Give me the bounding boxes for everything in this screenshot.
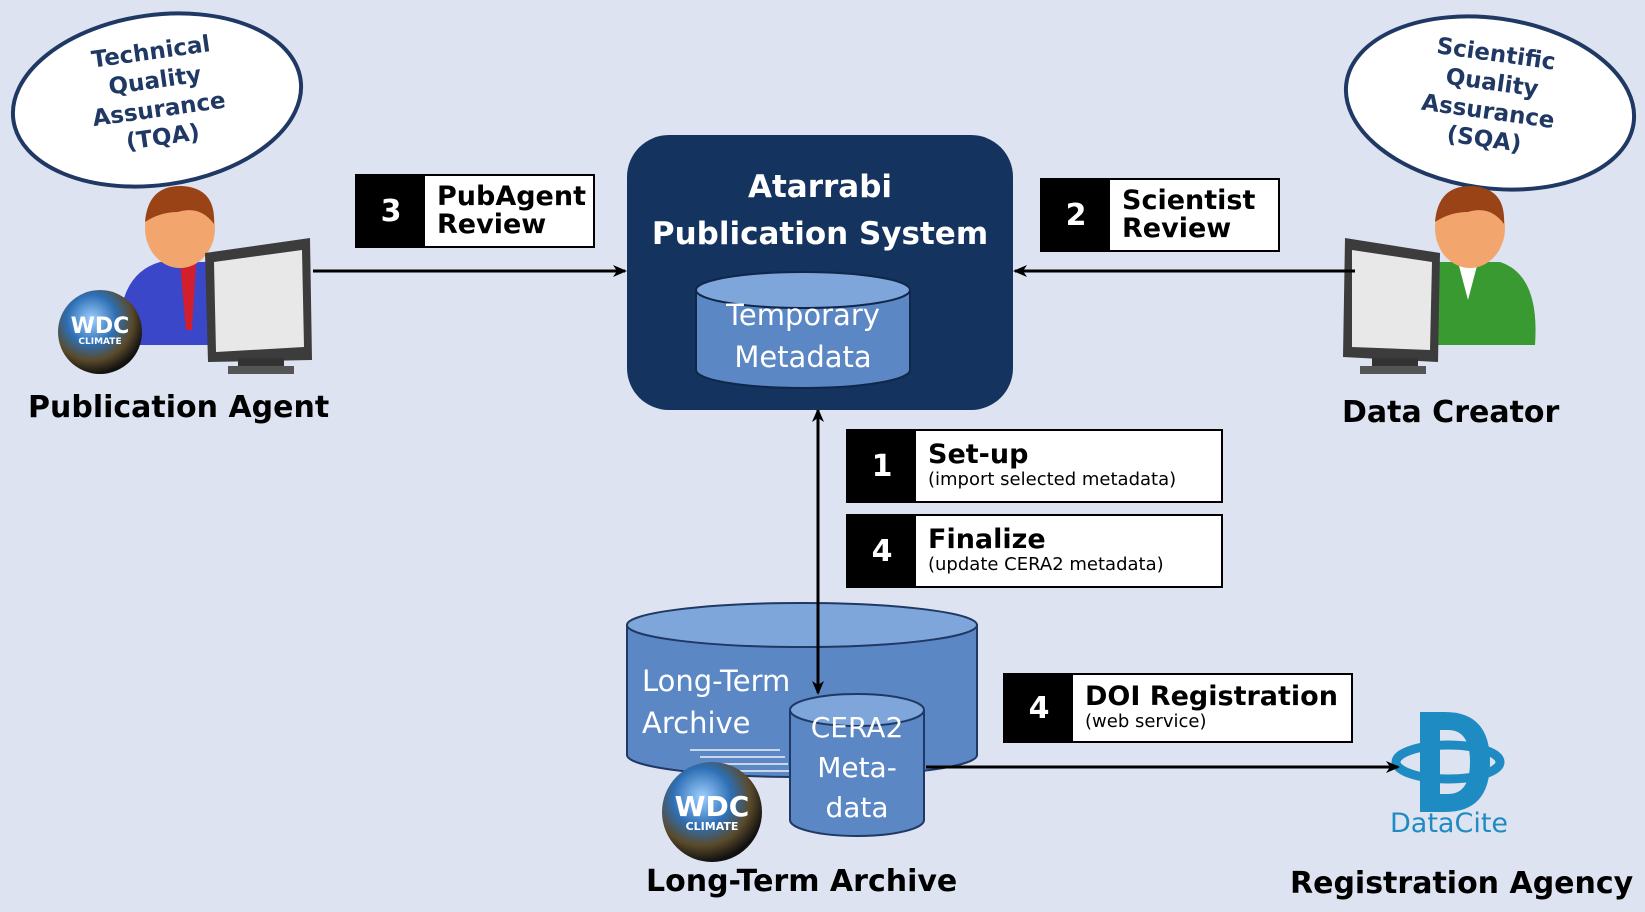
wdc-logo-small: WDC CLIMATE [60,316,140,347]
step-scientist-number: 2 [1042,180,1110,250]
wdc-logo-large-text: WDC [674,790,750,823]
tqa-oval-text: Technical Quality Assurance (TQA) [89,31,228,156]
datacite-logo-text: DataCite [1390,808,1509,839]
temporary-metadata-line2: Metadata [734,340,872,375]
step-finalize-sub: (update CERA2 metadata) [928,554,1164,576]
step-pubagent-review: 3 PubAgent Review [355,174,595,248]
atarrabi-title-line1: Atarrabi [747,169,893,205]
step-setup-sub: (import selected metadata) [928,469,1177,491]
step-setup-label: Set-up [928,439,1029,471]
step-scientist-label: Scientist Review [1122,184,1256,244]
archive-line2: Archive [642,706,751,741]
datacite-logo-icon [1391,712,1505,812]
step-doi-sub: (web service) [1085,711,1207,733]
step-finalize-number: 4 [848,516,916,586]
step-finalize-label: Finalize [928,524,1046,556]
registration-agency-label: Registration Agency [1290,866,1634,901]
step-pubagent-number: 3 [357,176,425,246]
publication-agent-icon [119,185,312,374]
step-setup: 1 Set-up (import selected metadata) [846,429,1223,503]
step-doi-label: DOI Registration [1085,681,1338,713]
temporary-metadata-text: Temporary Metadata [696,294,910,378]
wdc-globe-small [58,290,142,374]
atarrabi-title: Atarrabi Publication System [627,164,1013,257]
data-creator-label: Data Creator [1342,395,1560,430]
cera2-line1: CERA2 [810,711,904,744]
wdc-logo-small-sub: CLIMATE [78,337,122,347]
step-setup-number: 1 [848,431,916,501]
temporary-metadata-line1: Temporary [726,298,880,332]
data-creator-icon [1343,185,1536,374]
sqa-oval-text: Scientific Quality Assurance (SQA) [1419,33,1558,158]
cera2-text: CERA2 Meta- data [790,708,924,827]
archive-cylinder-text: Long-Term Archive [642,660,790,744]
wdc-logo-small-text: WDC [70,314,130,339]
archive-line1: Long-Term [642,664,791,698]
wdc-logo-large: WDC CLIMATE [662,790,762,833]
long-term-archive-label: Long-Term Archive [646,864,958,899]
atarrabi-title-line2: Publication System [651,215,989,252]
step-doi-registration: 4 DOI Registration (web service) [1003,673,1353,743]
step-finalize: 4 Finalize (update CERA2 metadata) [846,514,1223,588]
cera2-line2: Meta- [817,750,897,784]
step-pubagent-label: PubAgent Review [437,180,587,240]
cera2-line3: data [825,790,889,824]
wdc-logo-large-sub: CLIMATE [685,820,739,833]
cera2-cylinder [789,693,925,837]
wdc-globe-large [662,762,762,862]
step-scientist-review: 2 Scientist Review [1040,178,1280,252]
tqa-oval [10,11,304,189]
publication-agent-label: Publication Agent [28,390,330,425]
step-doi-number: 4 [1005,675,1073,741]
